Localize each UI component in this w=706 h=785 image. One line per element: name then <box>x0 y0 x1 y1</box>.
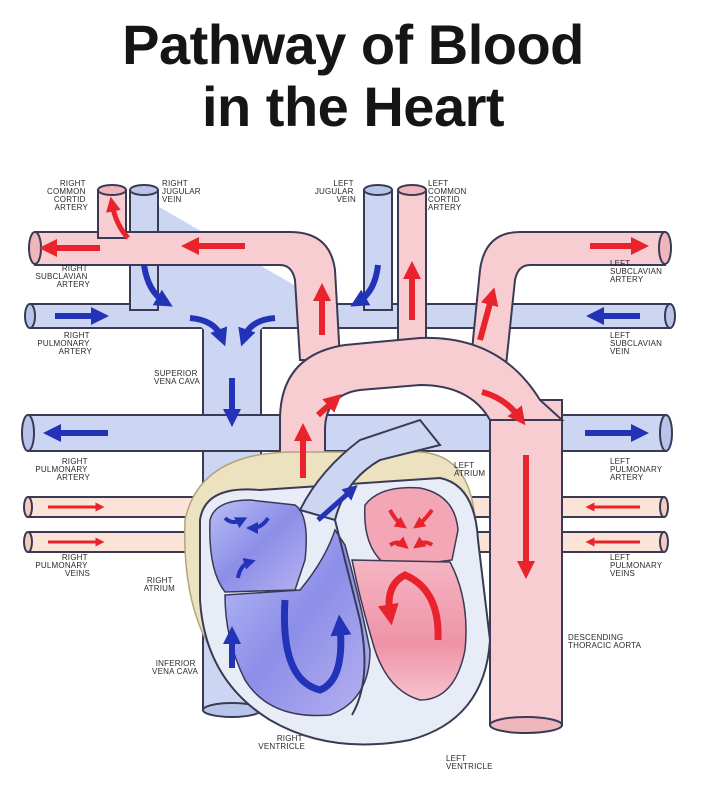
arrow-pulmonary-trunk <box>316 485 358 522</box>
right-subclavian-vein <box>29 303 671 329</box>
label-right-atrium: RIGHT ATRIUM <box>144 576 175 593</box>
arrow-svc-merge-right <box>238 315 276 347</box>
title-line-2: in the Heart <box>201 75 505 138</box>
title-line-1: Pathway of Blood <box>122 13 584 76</box>
label-left-common-cortid-artery: LEFT COMMON CORTID ARTERY <box>428 179 469 212</box>
arrow-right-atrium-2 <box>246 516 270 534</box>
label-left-pulmonary-veins: LEFT PULMONARY VEINS <box>610 553 665 578</box>
left-atrium-chamber <box>363 486 459 569</box>
label-right-pulmonary-veins: RIGHT PULMONARY VEINS <box>35 553 90 578</box>
label-left-ventricle: LEFT VENTRICLE <box>446 754 493 771</box>
arrow-aorta-arch-top <box>316 394 342 418</box>
label-superior-vena-cava: SUPERIOR VENA CAVA <box>154 369 200 386</box>
right-atrium-chamber <box>209 499 307 593</box>
vessels <box>21 184 676 734</box>
label-right-jugular-vein: RIGHT JUGULAR VEIN <box>162 179 203 204</box>
septum <box>334 519 366 716</box>
arrow-aortic-arch-right <box>481 389 526 426</box>
arrow-left-subclavian-up <box>477 287 499 341</box>
arrow-right-common-carotid <box>106 196 130 240</box>
label-right-ventricle: RIGHT VENTRICLE <box>258 734 305 751</box>
label-right-pulmonary-artery: RIGHT PULMONARY ARTERY <box>35 457 90 482</box>
label-left-jugular-vein: LEFT JUGULAR VEIN <box>315 179 356 204</box>
label-left-subclavian-vein: LEFT SUBCLAVIAN VEIN <box>610 331 665 356</box>
arrow-left-ventricle-loop <box>377 571 442 641</box>
aortic-arch <box>279 336 565 491</box>
arrow-left-atrium-4 <box>413 536 434 549</box>
arrow-left-atrium-3 <box>388 536 409 549</box>
pulmonary-artery-horizontal <box>27 414 667 452</box>
arrow-left-atrium-2 <box>413 508 434 529</box>
label-left-subclavian-artery: LEFT SUBCLAVIAN ARTERY <box>610 259 665 284</box>
diagram-title: Pathway of Blood in the Heart <box>0 14 706 138</box>
arrow-right-atrium-1 <box>223 516 248 529</box>
flow-arrows <box>39 196 649 694</box>
arrow-right-jugular-down <box>141 264 173 307</box>
left-ventricle-chamber <box>351 559 467 701</box>
label-descending-thoracic-aorta: DESCENDING THORACIC AORTA <box>568 633 642 650</box>
label-right-common-cortid-artery: RIGHT COMMON CORTID ARTERY <box>47 179 88 212</box>
label-right-subclavian-artery: RIGHT SUBCLAVIAN ARTERY <box>35 264 90 289</box>
label-inferior-vena-cava: INFERIOR VENA CAVA <box>152 659 198 676</box>
arrow-left-jugular-down <box>350 264 381 307</box>
arrow-svc-merge-left <box>189 315 228 347</box>
label-right-pulmonary-artery-top: RIGHT PULMONARY ARTERY <box>37 331 92 356</box>
label-left-pulmonary-artery: LEFT PULMONARY ARTERY <box>610 457 665 482</box>
labels: RIGHT COMMON CORTID ARTERY RIGHT JUGULAR… <box>35 179 665 771</box>
arrow-right-atrium-3 <box>236 557 256 579</box>
label-left-atrium: LEFT ATRIUM <box>454 461 485 478</box>
arrow-left-atrium-1 <box>388 509 407 529</box>
arrow-right-ventricle-loop <box>280 599 352 694</box>
